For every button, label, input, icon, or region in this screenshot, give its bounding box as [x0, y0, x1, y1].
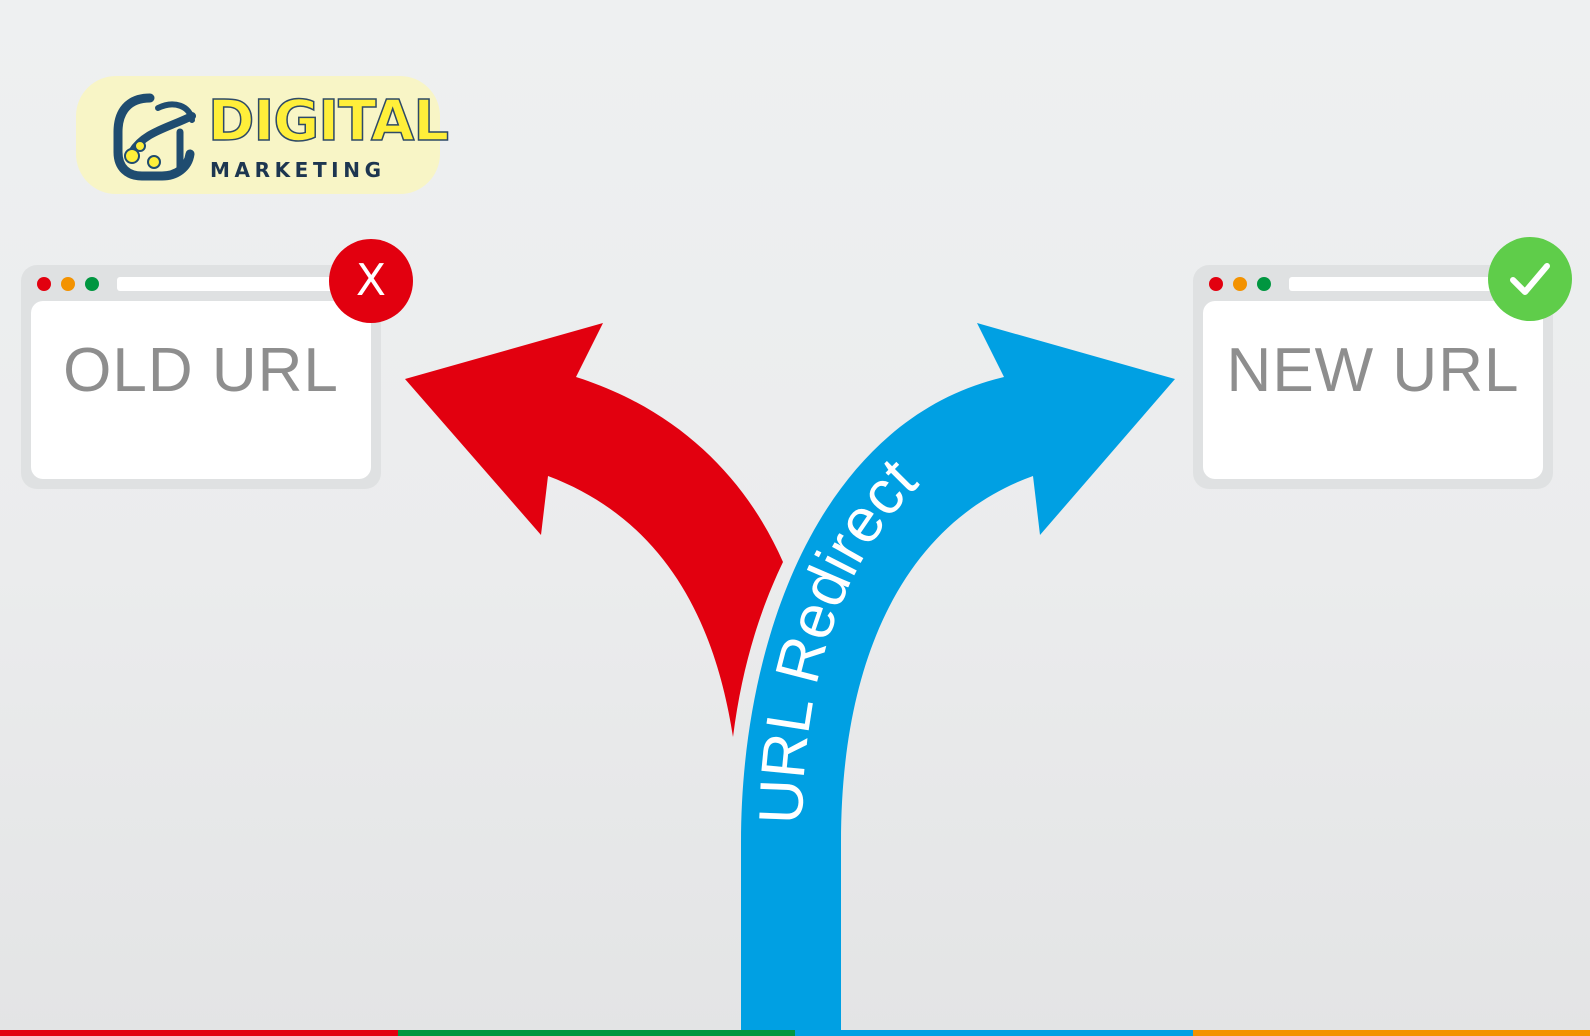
window-dot-orange [1233, 277, 1247, 291]
window-controls [37, 277, 99, 291]
close-x-icon: X [329, 239, 413, 323]
strip-segment [795, 1030, 1193, 1036]
old-url-window: OLD URL [21, 265, 381, 489]
close-x-text: X [355, 255, 387, 306]
new-url-window: NEW URL [1193, 265, 1553, 489]
strip-segment [397, 1030, 795, 1036]
window-dot-green [85, 277, 99, 291]
checkmark-icon [1488, 237, 1572, 321]
brand-logo: DIGITAL MARKETING [76, 76, 450, 194]
old-url-label: OLD URL [63, 335, 339, 405]
bottom-color-strip [0, 1030, 1590, 1036]
window-page: OLD URL [31, 301, 371, 479]
strip-segment [1192, 1030, 1590, 1036]
checkmark-glyph [1510, 263, 1550, 295]
window-page: NEW URL [1203, 301, 1543, 479]
logo-wordmark: DIGITAL [207, 89, 450, 154]
digital-marketing-logo-icon [113, 93, 196, 181]
new-url-label: NEW URL [1226, 335, 1520, 405]
window-dot-green [1257, 277, 1271, 291]
window-dot-red [1209, 277, 1223, 291]
strip-segment [0, 1030, 398, 1036]
window-dot-orange [61, 277, 75, 291]
address-bar [117, 277, 357, 291]
address-bar [1289, 277, 1529, 291]
url-redirect-arrow [741, 323, 1175, 1036]
window-dot-red [37, 277, 51, 291]
logo-subtitle: MARKETING [210, 158, 386, 182]
old-url-arrow [405, 323, 783, 737]
window-controls [1209, 277, 1271, 291]
